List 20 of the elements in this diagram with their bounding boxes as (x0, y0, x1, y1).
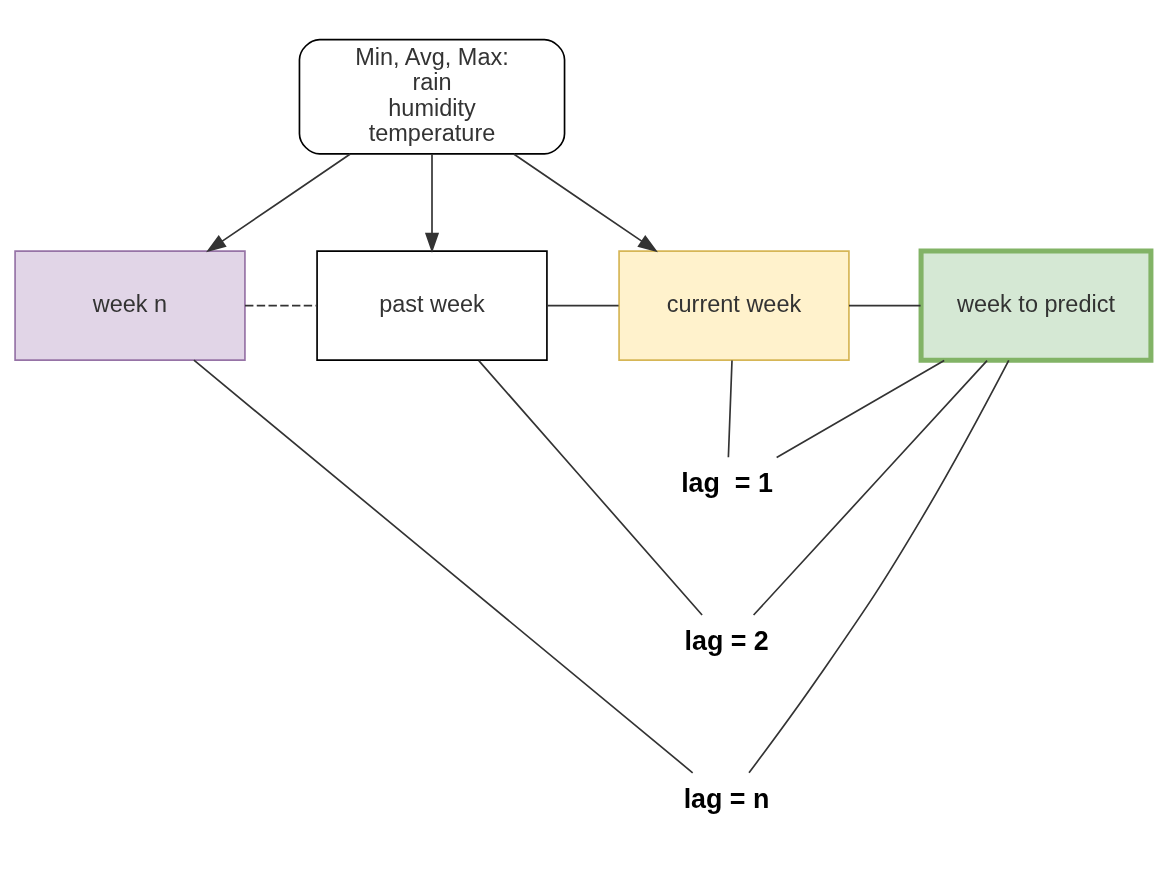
connector (748, 358, 1010, 774)
node-box: week to predict (918, 248, 1154, 363)
node-text: lag = n (683, 783, 770, 814)
arrow (206, 152, 352, 252)
node-box: current week (618, 249, 850, 361)
arrow (424, 152, 440, 253)
node-text: lag = 1 (681, 467, 773, 498)
node-text: lag = 2 (684, 625, 769, 656)
connector (244, 304, 318, 306)
connector (848, 304, 922, 306)
arrow (512, 152, 658, 252)
connector (193, 358, 694, 774)
node-box: past week (316, 249, 548, 361)
node-box: week n (14, 249, 246, 361)
connector (546, 304, 620, 306)
connector (752, 359, 988, 616)
connector (775, 359, 946, 458)
connector (727, 359, 733, 458)
node-box: Min, Avg, Max: rain humidity temperature (298, 38, 566, 155)
connector (477, 359, 703, 616)
